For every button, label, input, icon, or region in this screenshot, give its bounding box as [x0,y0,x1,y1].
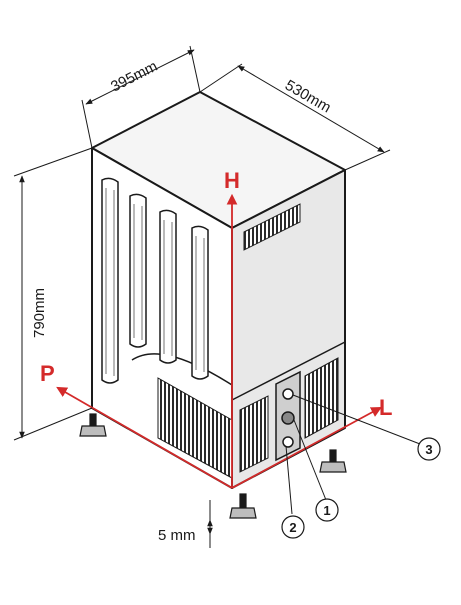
adjustable-feet [79,413,347,519]
foot-right [319,449,347,473]
connection-3-port [282,388,294,400]
vent-slot [129,193,147,348]
connection-2-port [282,436,294,448]
callout-3: 3 [417,437,441,461]
vent-slot [159,209,177,364]
callout-3-number: 3 [425,442,432,457]
foot-left [79,413,107,437]
callout-leaders [285,394,421,515]
callout-1-number: 1 [323,503,330,518]
axes [56,193,382,489]
side-lower-grille [239,357,339,473]
connection-panel [275,370,301,462]
width-label: 395mm [108,58,160,96]
axis-p-label: P [40,361,55,386]
width-dimension-line [85,49,195,105]
axis-h-label: H [224,168,240,193]
front-vent-slots [101,177,209,384]
side-upper-grille [243,203,301,251]
connection-1-port [281,411,295,425]
callout-2: 2 [281,515,305,539]
depth-dimension-line [237,65,385,153]
axis-l-line [231,406,382,489]
axis-l-label: L [379,395,392,420]
vent-slot [191,225,209,380]
height-label: 790mm [31,288,48,338]
dimension-lines [13,45,391,548]
foot-front [229,493,257,519]
callout-1: 1 [315,498,339,522]
floor-gap-label: 5 mm [158,527,196,544]
callout-2-number: 2 [289,520,296,535]
axis-p-line [56,386,233,489]
vent-slot [101,177,119,384]
